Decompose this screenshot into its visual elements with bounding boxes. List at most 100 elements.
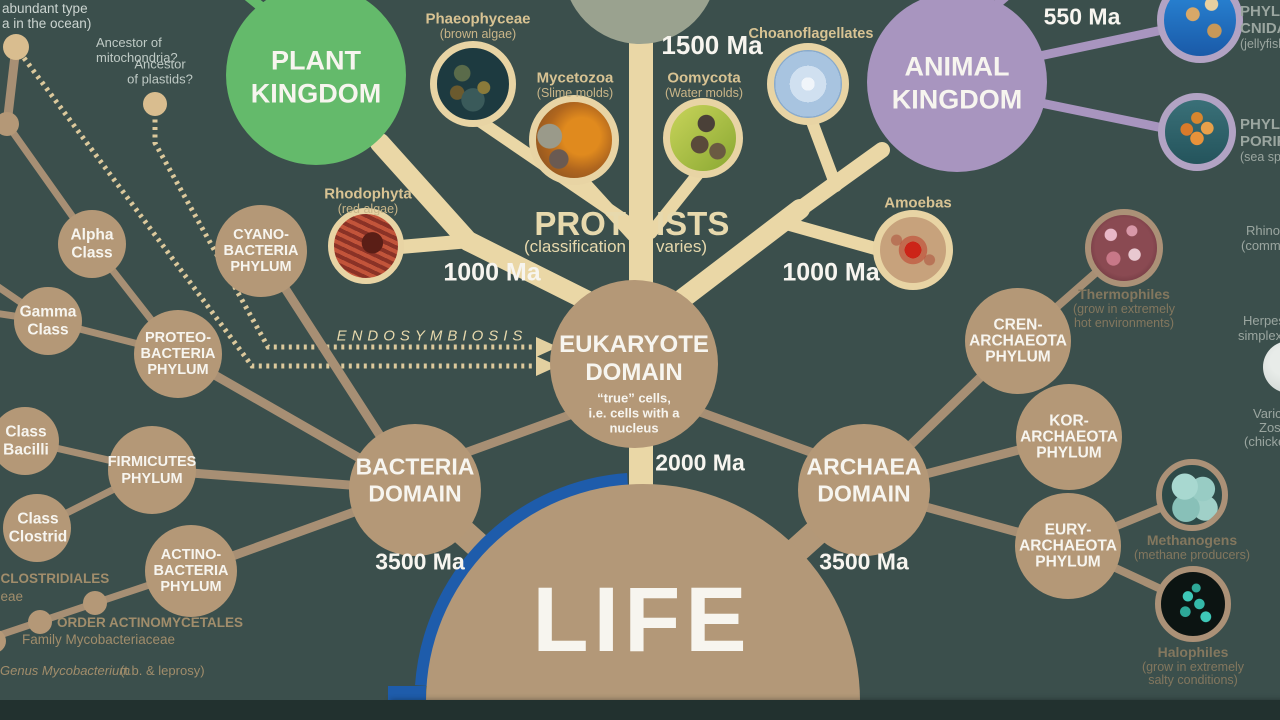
proteo-label-2: BACTERIA	[140, 345, 216, 362]
eury-label-3: PHYLUM	[1035, 553, 1101, 571]
firmicutes-label-2: PHYLUM	[121, 470, 183, 487]
phaeophyceae-label: Phaeophyceae	[425, 10, 531, 28]
rhinovirus-label-1: Rhinovirus	[1246, 223, 1280, 238]
genus-mycobacterium-note: (t.b. & leprosy)	[120, 663, 205, 678]
choanoflagellates-photo	[767, 43, 849, 125]
endosymbiosis-dotted-lines	[21, 56, 536, 369]
gamma-class-label-2: Class	[27, 321, 69, 339]
thermophiles-sub-1: (grow in extremely	[1072, 301, 1176, 316]
blue-arc-foot	[388, 686, 426, 702]
family-clostridiaceae-label: Family Clostridiaceae	[0, 589, 24, 604]
clostridia-label-2: Clostrid	[8, 528, 68, 546]
mycetozoa-sublabel: (Slime molds)	[536, 85, 614, 100]
lineage-dot-3	[28, 610, 52, 634]
genus-mycobacterium-label: Genus Mycobacterium	[0, 663, 131, 678]
mycetozoa-label: Mycetozoa	[536, 69, 614, 87]
fungi-age-label: 1500 Ma	[661, 30, 763, 60]
cnidaria-sublabel: (jellyfish)	[1240, 37, 1280, 51]
phaeophyceae-sublabel: (brown algae)	[439, 26, 517, 41]
protists-age-right: 1000 Ma	[782, 258, 880, 287]
protists-title-right: ISTS	[656, 205, 730, 242]
porifera-sublabel: (sea sponges)	[1240, 150, 1280, 164]
ancestor-mitochondria-label-2: mitochondria?	[96, 50, 178, 65]
class-bacilli-circle	[0, 407, 59, 475]
methanogens-photo	[1156, 459, 1228, 531]
firmicutes-label-1: FIRMICUTES	[107, 453, 197, 470]
herpes-label-2: simplex	[1238, 328, 1280, 343]
eukaryote-desc-1: “true” cells,	[597, 390, 671, 406]
clostridia-label-1: Class	[17, 510, 59, 528]
cyano-label-2: BACTERIA	[223, 242, 299, 259]
eukaryote-domain-label-2: DOMAIN	[585, 359, 683, 386]
eukaryote-desc-3: nucleus	[609, 420, 659, 436]
animal-age-label: 550 Ma	[1043, 3, 1121, 30]
ancestor-mitochondria-label-1: Ancestor of	[96, 35, 162, 50]
plant-kingdom-label-2: KINGDOM	[250, 78, 382, 109]
kor-label-2: ARCHAEOTA	[1020, 428, 1118, 446]
protists-sub-right: varies)	[656, 237, 708, 256]
eukaryote-desc-2: i.e. cells with a	[588, 405, 680, 421]
bacteria-domain-label-2: DOMAIN	[368, 480, 462, 507]
varicella-label-1: Varicella	[1253, 406, 1280, 421]
order-clostridiales-label: ORDER CLOSTRIDIALES	[0, 571, 110, 586]
herpes-virus-photo	[1263, 341, 1280, 393]
halophiles-photo	[1155, 566, 1231, 642]
choanoflagellates-label: Choanoflagellates	[748, 25, 874, 42]
cren-label-3: PHYLUM	[985, 348, 1051, 366]
halophiles-label: Halophiles	[1157, 644, 1229, 660]
archaea-domain-label-2: DOMAIN	[817, 480, 911, 507]
endosymbiosis-arrowhead-top	[536, 337, 558, 357]
protists-age-left: 1000 Ma	[443, 258, 541, 287]
cnidaria-label-2: CNIDARIA	[1240, 20, 1280, 37]
bacteria-domain-label-1: BACTERIA	[355, 453, 475, 480]
thermophiles-photo	[1085, 209, 1163, 287]
amoebas-label: Amoebas	[884, 194, 952, 212]
animal-kingdom-label-2: KINGDOM	[891, 84, 1023, 115]
archaea-domain-circle	[798, 424, 930, 556]
oomycota-photo	[663, 98, 743, 178]
amoebas-photo	[873, 210, 953, 290]
actino-label-3: PHYLUM	[160, 578, 222, 595]
kor-label-1: KOR-	[1049, 412, 1089, 430]
mycetozoa-photo	[529, 95, 619, 185]
oomycota-label: Oomycota	[667, 69, 741, 87]
rhodophyta-sublabel: (red algae)	[337, 201, 399, 216]
bacteria-domain-circle	[349, 424, 481, 556]
blue-arc	[415, 473, 629, 687]
cyano-label-3: PHYLUM	[230, 258, 292, 275]
thermophiles-label: Thermophiles	[1078, 286, 1170, 302]
gamma-class-circle	[14, 287, 82, 355]
ancestor-plastids-dot	[143, 92, 167, 116]
varicella-label-2: Zoster	[1259, 420, 1280, 435]
lineage-dot-2	[83, 591, 107, 615]
alpha-class-label-2: Class	[71, 244, 113, 262]
class-clostridia-circle	[3, 494, 71, 562]
actino-label-2: BACTERIA	[153, 562, 229, 579]
porifera-label-2: PORIFERA	[1240, 133, 1280, 150]
proteo-label-3: PHYLUM	[147, 361, 209, 378]
bottom-band	[0, 700, 1280, 720]
plant-kingdom-label-1: PLANT	[271, 45, 361, 76]
animal-kingdom-label-1: ANIMAL	[904, 51, 1010, 82]
methanogens-sublabel: (methane producers)	[1133, 547, 1251, 562]
protists-sub-left: (classification	[523, 237, 626, 256]
eury-label-1: EURY-	[1044, 521, 1092, 539]
firmicutes-circle	[108, 426, 196, 514]
plant-kingdom-circle	[226, 0, 406, 165]
proteobacteria-circle	[134, 310, 222, 398]
bacilli-label-1: Class	[5, 423, 47, 441]
methanogens-label: Methanogens	[1146, 532, 1238, 548]
order-actinomycetales-label: ORDER ACTINOMYCETALES	[57, 615, 244, 630]
eury-archaeota-circle	[1015, 493, 1121, 599]
halophiles-sub-1: (grow in extremely	[1141, 659, 1245, 674]
lineage-dot-4	[0, 629, 6, 653]
family-mycobacteriaceae-label: Family Mycobacteriaceae	[22, 632, 176, 647]
cyanobacteria-circle	[215, 205, 307, 297]
ancestor-mitochondria-dot	[3, 34, 29, 60]
halophiles-sub-2: salty conditions)	[1148, 672, 1238, 687]
archaea-domain-label-1: ARCHAEA	[806, 453, 922, 480]
kor-archaeota-circle	[1016, 384, 1122, 490]
lineage-dot-1	[0, 112, 19, 136]
